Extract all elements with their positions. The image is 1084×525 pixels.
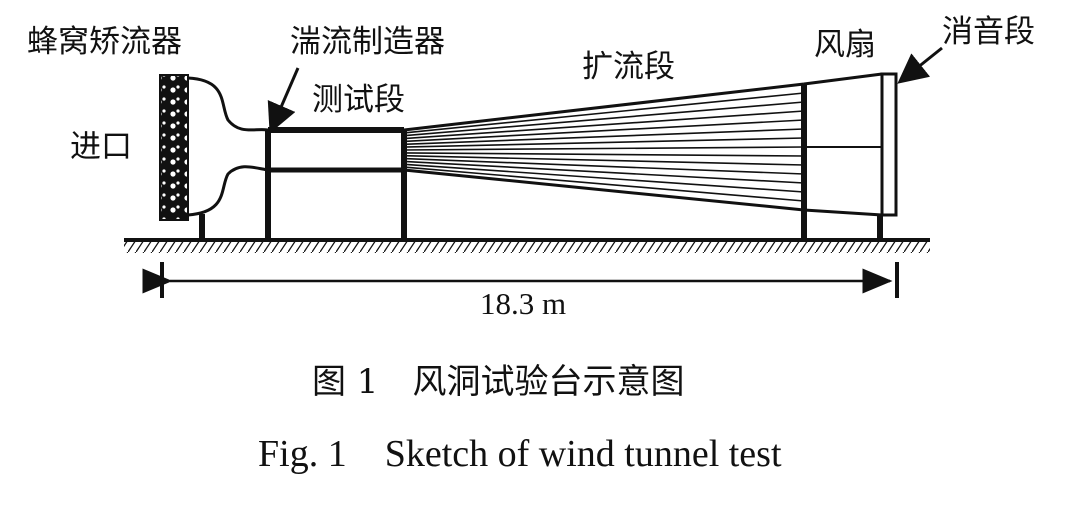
figure-caption-en: Fig. 1 Sketch of wind tunnel test — [258, 433, 782, 475]
diffuser-line — [403, 119, 805, 143]
diffuser-line — [403, 166, 805, 202]
diffuser-line — [403, 101, 805, 137]
diffuser-line — [403, 157, 805, 175]
diffuser-line — [403, 163, 805, 193]
diffuser-line — [403, 82, 805, 132]
fan-frame — [801, 72, 883, 240]
diffuser-label: 扩流段 — [582, 49, 675, 85]
ground — [124, 238, 930, 253]
diffuser-line — [403, 92, 805, 134]
figure-caption-cn: 图 1 风洞试验台示意图 — [312, 362, 684, 402]
diffuser-line — [403, 154, 805, 166]
diffuser-line — [403, 128, 805, 146]
diffuser-section — [403, 82, 805, 212]
test-section-box — [265, 127, 407, 240]
fan-label: 风扇 — [814, 27, 876, 63]
diffuser-line — [403, 110, 805, 140]
silencer-label: 消音段 — [942, 14, 1035, 50]
turbulence-generator-label: 湍流制造器 — [290, 24, 445, 60]
honeycomb-label: 蜂窝矫流器 — [27, 24, 182, 60]
honeycomb-straightener — [159, 74, 189, 221]
diffuser-line — [403, 152, 805, 157]
length-label: 18.3 m — [480, 286, 566, 321]
diffuser-line — [403, 160, 805, 184]
silencer-section — [877, 72, 898, 240]
turbulence-leader-arrow — [267, 67, 300, 134]
silencer-leader-arrow — [897, 46, 943, 84]
length-dimension — [142, 262, 899, 298]
inlet-label: 进口 — [70, 129, 132, 165]
diffuser-line — [403, 137, 805, 148]
diffuser-line — [403, 168, 805, 212]
inlet-contraction — [187, 76, 269, 217]
test-section-label: 测试段 — [312, 82, 405, 118]
diffuser-line — [403, 146, 805, 151]
